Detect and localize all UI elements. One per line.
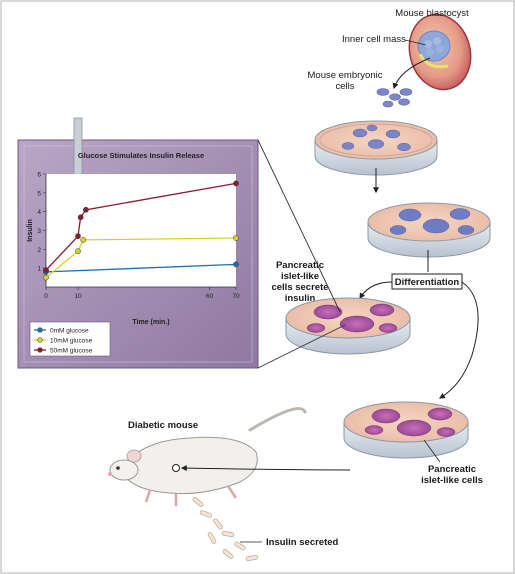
chart-x-label: Time (min.) xyxy=(132,319,169,326)
data-point xyxy=(77,214,84,221)
zoom-line-top xyxy=(257,139,341,313)
embryonic-cells xyxy=(376,88,413,108)
y-tick-label: 5 xyxy=(37,190,41,197)
zoom-line-bottom xyxy=(257,324,346,369)
arrow-to-dish4 xyxy=(438,281,479,399)
diabetic-mouse-illustration xyxy=(108,407,307,506)
label-pancreatic-cells-2: islet-like cells xyxy=(421,475,483,486)
arrow-cells-to-mouse xyxy=(180,465,351,472)
data-point xyxy=(80,237,87,243)
pointer-inner-cell-mass xyxy=(404,39,427,46)
legend-swatch-marker xyxy=(37,327,43,333)
label-mouse-embryonic-1: Mouse embryonic xyxy=(308,70,383,81)
label-differentiation: Differentiation xyxy=(395,277,460,288)
label-insulin-secreted: Insulin secreted xyxy=(266,537,339,548)
legend-entry: 50mM glucose xyxy=(50,348,93,355)
data-point xyxy=(75,233,81,239)
arrow-blastocyst-to-cells xyxy=(392,57,431,90)
petri-dish-1 xyxy=(314,120,438,176)
chart-title: Glucose Stimulates Insulin Release xyxy=(78,151,204,160)
series-line xyxy=(45,237,237,279)
legend-swatch-marker xyxy=(37,347,43,353)
label-inner-cell-mass: Inner cell mass xyxy=(342,34,406,45)
y-tick-label: 4 xyxy=(37,209,41,216)
y-tick-label: 6 xyxy=(37,172,41,179)
mouse-blastocyst xyxy=(408,13,472,91)
label-pancreatic-2: islet-like xyxy=(281,271,319,282)
petri-dish-3 xyxy=(285,297,411,355)
label-pancreatic-1: Pancreatic xyxy=(276,260,324,271)
data-point xyxy=(83,206,89,213)
legend-entry: 10mM glucose xyxy=(50,338,93,345)
label-pancreatic-4: insulin xyxy=(285,293,316,304)
chart-y-label: Insulin xyxy=(27,219,34,242)
series-line xyxy=(45,263,237,273)
y-tick-label: 2 xyxy=(37,247,41,254)
label-pancreatic-3: cells secrete xyxy=(271,282,328,293)
y-tick-label: 3 xyxy=(37,228,41,235)
data-point xyxy=(233,261,239,268)
y-tick-label: 1 xyxy=(37,266,41,273)
legend-swatch-marker xyxy=(37,337,43,343)
label-mouse-blastocyst: Mouse blastocyst xyxy=(395,8,469,19)
petri-dish-4 xyxy=(343,401,469,459)
x-tick-label: 70 xyxy=(232,293,240,300)
data-point xyxy=(43,274,49,281)
data-point xyxy=(233,180,239,187)
petri-dish-2 xyxy=(367,202,491,258)
chart-plot-area xyxy=(46,174,236,287)
data-point xyxy=(43,267,49,273)
x-tick-label: 60 xyxy=(206,293,214,300)
label-pancreatic-cells-1: Pancreatic xyxy=(428,464,476,475)
label-diabetic-mouse: Diabetic mouse xyxy=(128,420,198,431)
pointer-pancreatic-cells xyxy=(423,439,441,463)
label-mouse-embryonic-2: cells xyxy=(335,81,354,92)
data-point xyxy=(75,248,81,255)
arrow-to-dish3 xyxy=(359,281,393,300)
x-tick-label: 10 xyxy=(74,293,82,300)
data-point xyxy=(233,235,239,241)
legend-entry: 0mM glucose xyxy=(50,328,89,335)
x-tick-label: 0 xyxy=(44,293,48,300)
insulin-granules xyxy=(192,497,259,561)
